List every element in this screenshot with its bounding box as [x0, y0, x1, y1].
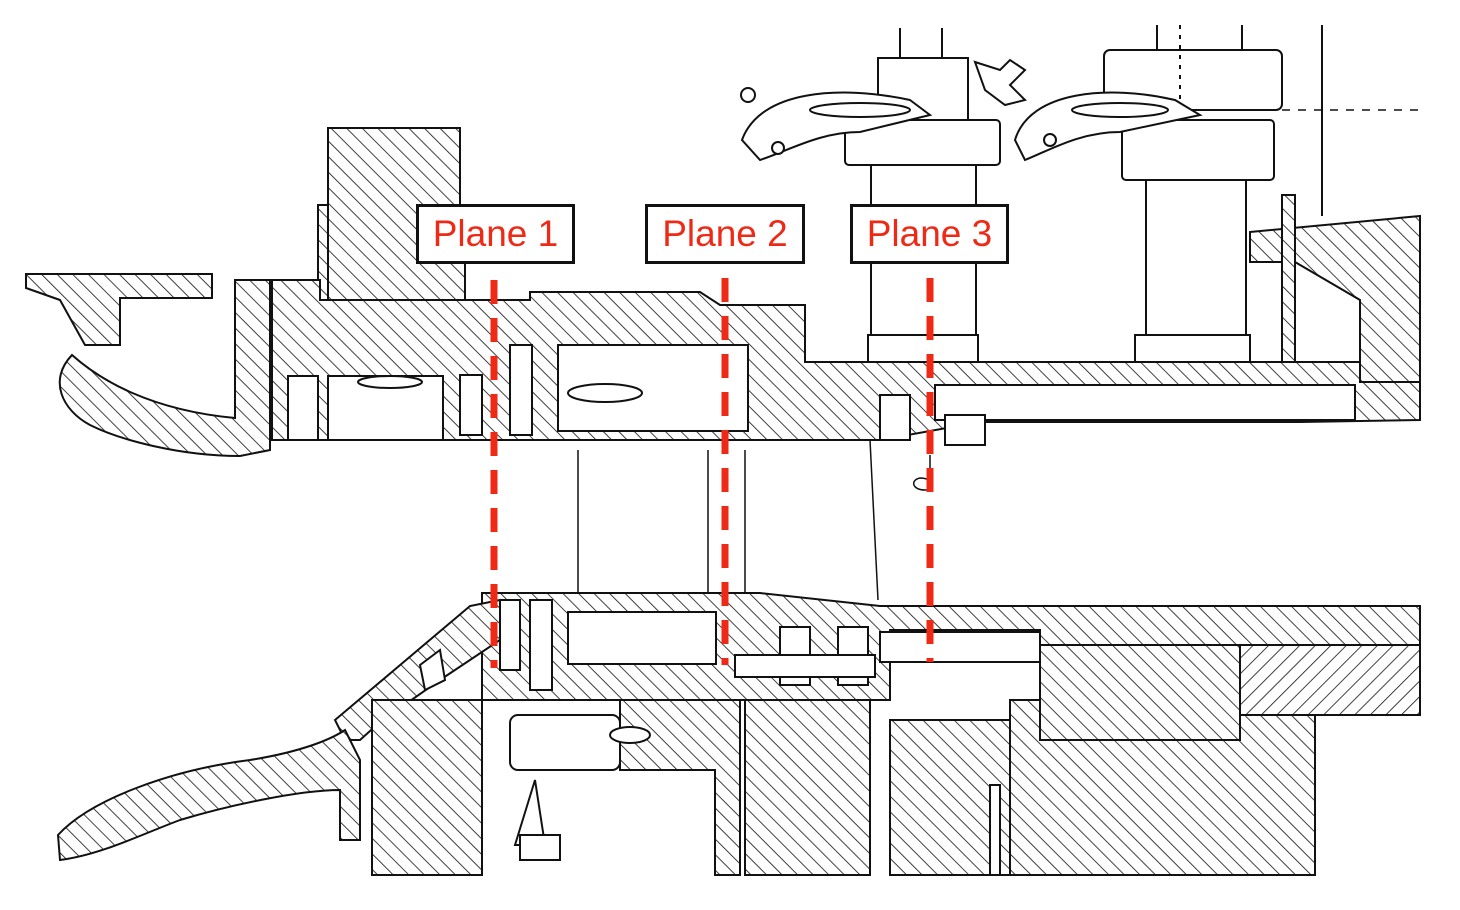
upper-channel: [934, 384, 1356, 421]
lower-block-mid: [744, 699, 871, 876]
upper-inlet-lip: [58, 279, 271, 458]
lower-lip: [56, 728, 361, 862]
plane-1-label: Plane 1: [416, 204, 575, 264]
upper-left-flange: [25, 273, 213, 346]
plane-3-label: Plane 3: [850, 204, 1009, 264]
lower-block-left: [371, 699, 483, 876]
lower-pocket: [509, 714, 621, 771]
plane-2-label: Plane 2: [645, 204, 805, 264]
lower-bolt: [734, 654, 876, 678]
upper-cavity-2: [557, 344, 749, 432]
lower-cavity-1: [567, 611, 717, 665]
upper-right-block: [1249, 214, 1421, 383]
